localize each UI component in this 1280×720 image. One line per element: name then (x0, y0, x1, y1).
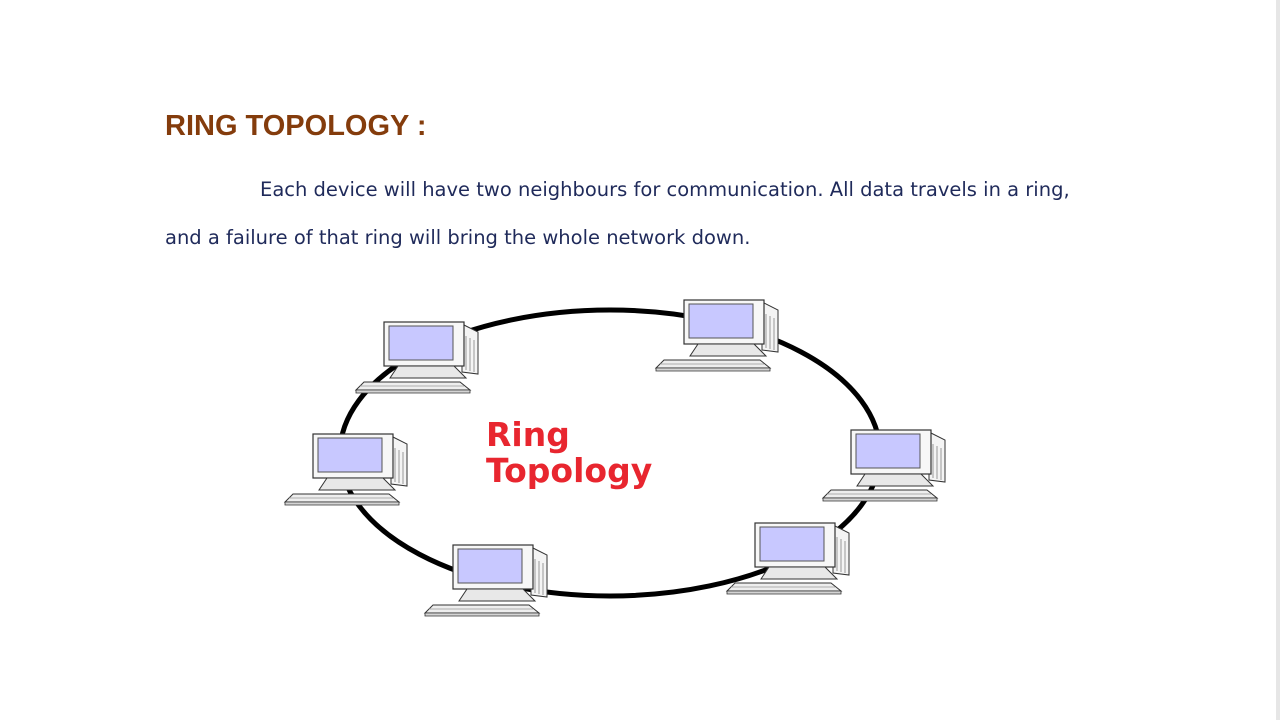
slide-heading: RING TOPOLOGY : (165, 110, 427, 142)
computer-node-left (284, 433, 408, 506)
slide-edge (1276, 0, 1280, 720)
computer-node-bottom-left (424, 544, 548, 617)
diagram-label-topology: Topology (486, 451, 652, 490)
computer-node-top-right (655, 299, 779, 372)
computer-node-bottom-right (726, 522, 850, 595)
slide-body-text: Each device will have two neighbours for… (165, 178, 1070, 249)
computer-node-right (822, 429, 946, 502)
diagram-label-ring: Ring (486, 415, 570, 454)
computer-node-top-left (355, 321, 479, 394)
